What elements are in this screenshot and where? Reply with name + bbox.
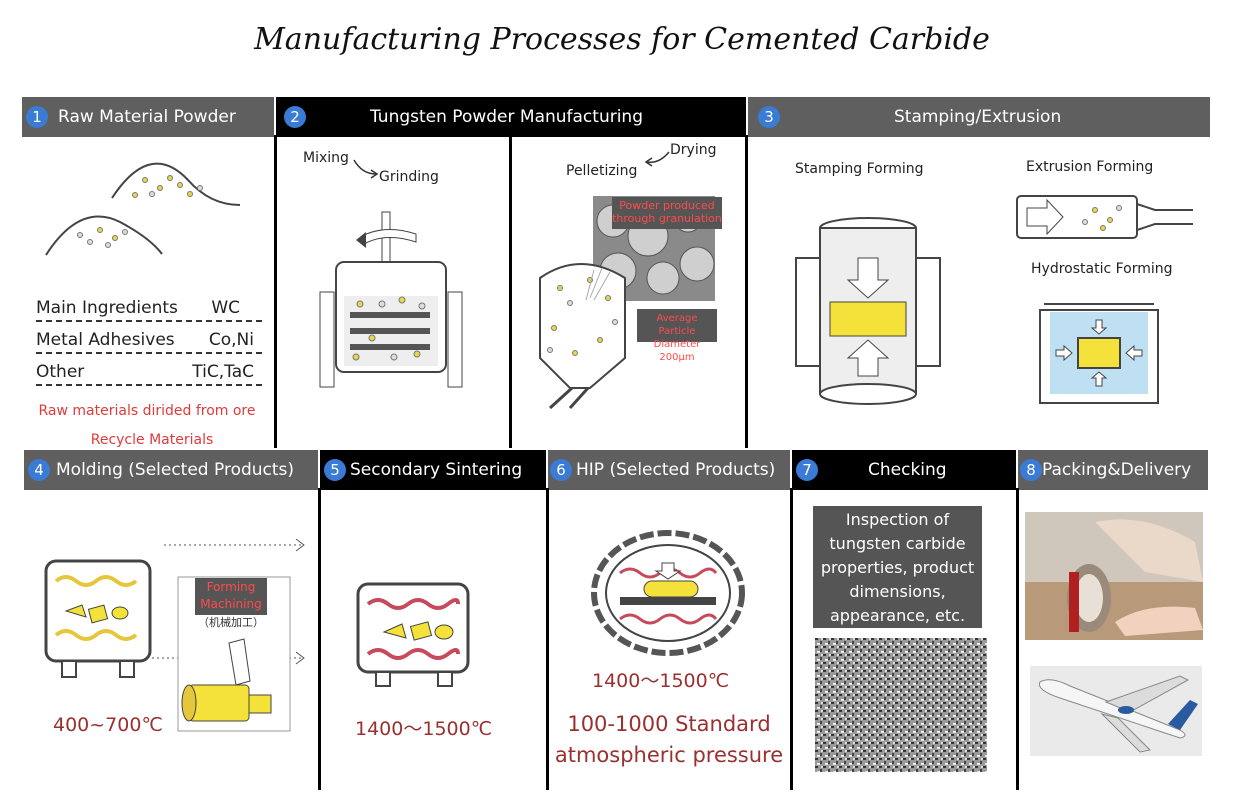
curved-arrow-icon	[353, 159, 379, 179]
step-8-header: 8 Packing&Delivery	[1018, 450, 1208, 490]
airplane-photo	[1030, 666, 1202, 756]
molding-furnace-illustration	[44, 538, 305, 732]
hydrostatic-chamber-illustration	[1039, 303, 1159, 404]
sintering-temperature: 1400～1500℃	[355, 718, 493, 740]
step-7-header: 7 Checking	[792, 450, 1016, 490]
divider	[509, 135, 512, 448]
ingredient-row: Main Ingredients WC	[36, 298, 262, 322]
step-3-number: 3	[758, 106, 780, 128]
drying-label: Drying	[670, 142, 717, 158]
hip-vessel-illustration	[591, 530, 745, 656]
step-5-header: 5 Secondary Sintering	[320, 450, 546, 490]
hip-temperature: 1400～1500℃	[592, 670, 730, 692]
sintering-furnace-illustration	[356, 582, 470, 687]
ingredient-name: Main Ingredients	[36, 298, 178, 318]
pelletizing-label: Pelletizing	[566, 163, 638, 179]
divider	[274, 135, 277, 448]
granulation-note: Powder produced through granulation	[612, 197, 722, 229]
step-7-label: Checking	[868, 460, 947, 480]
raw-note-recycle: Recycle Materials	[90, 432, 214, 448]
step-2-number: 2	[284, 106, 306, 128]
raw-note-ore: Raw materials dirided from ore	[38, 403, 256, 419]
ingredient-name: Other	[36, 362, 85, 382]
step-4-label: Molding (Selected Products)	[56, 460, 295, 480]
extrusion-die-illustration	[1016, 195, 1193, 239]
step-2-header: 2 Tungsten Powder Manufacturing	[276, 97, 746, 137]
step-6-label: HIP (Selected Products)	[576, 460, 776, 480]
checking-description: Inspection of tungsten carbide propertie…	[813, 506, 982, 628]
divider	[318, 488, 321, 790]
ingredient-row: Metal Adhesives Co,Ni	[36, 330, 262, 354]
divider	[546, 488, 549, 790]
mixing-label: Mixing	[303, 150, 349, 166]
step-1-number: 1	[26, 106, 48, 128]
step-4-number: 4	[28, 459, 50, 481]
step-5-label: Secondary Sintering	[350, 460, 523, 480]
hydrostatic-forming-label: Hydrostatic Forming	[1031, 261, 1173, 277]
ingredient-value: TiC,TaC	[192, 362, 254, 382]
step-3-label: Stamping/Extrusion	[894, 107, 1062, 127]
page-title: Manufacturing Processes for Cemented Car…	[254, 22, 990, 57]
divider	[790, 488, 793, 790]
extrusion-forming-label: Extrusion Forming	[1026, 159, 1154, 175]
step-5-number: 5	[324, 459, 346, 481]
powder-piles-illustration	[45, 162, 241, 256]
hip-pressure: 100-1000 Standard atmospheric pressure	[554, 712, 784, 767]
spray-dryer-illustration	[539, 263, 626, 410]
stamping-press-illustration	[795, 217, 941, 405]
stamping-forming-label: Stamping Forming	[795, 161, 924, 177]
forming-machining-label: Forming Machining	[195, 578, 267, 615]
step-7-number: 7	[796, 459, 818, 481]
step-3-header: 3 Stamping/Extrusion	[748, 97, 1210, 137]
step-1-header: 1 Raw Material Powder	[22, 97, 274, 137]
ingredient-name: Metal Adhesives	[36, 330, 175, 350]
molding-temperature: 400~700℃	[53, 714, 163, 736]
step-4-header: 4 Molding (Selected Products)	[24, 450, 318, 490]
mixer-tank-illustration	[319, 211, 463, 388]
curved-arrow-icon	[644, 151, 670, 167]
step-8-label: Packing&Delivery	[1042, 460, 1192, 480]
packing-photo	[1025, 512, 1203, 640]
step-6-number: 6	[550, 459, 572, 481]
step-2-label: Tungsten Powder Manufacturing	[370, 107, 643, 127]
ingredient-row: Other TiC,TaC	[36, 362, 262, 386]
microstructure-image	[815, 638, 987, 772]
step-1-label: Raw Material Powder	[58, 107, 236, 127]
ingredient-value: Co,Ni	[208, 330, 254, 350]
particle-size-note: Average Particle Diameter 200μm	[637, 309, 717, 363]
step-8-number: 8	[1020, 459, 1042, 481]
grinding-label: Grinding	[379, 169, 439, 185]
machining-cn-label: （机械加工）	[198, 616, 264, 629]
divider	[1016, 488, 1019, 790]
ingredient-value: WC	[211, 298, 240, 318]
step-6-header: 6 HIP (Selected Products)	[548, 450, 790, 490]
divider	[745, 135, 748, 448]
